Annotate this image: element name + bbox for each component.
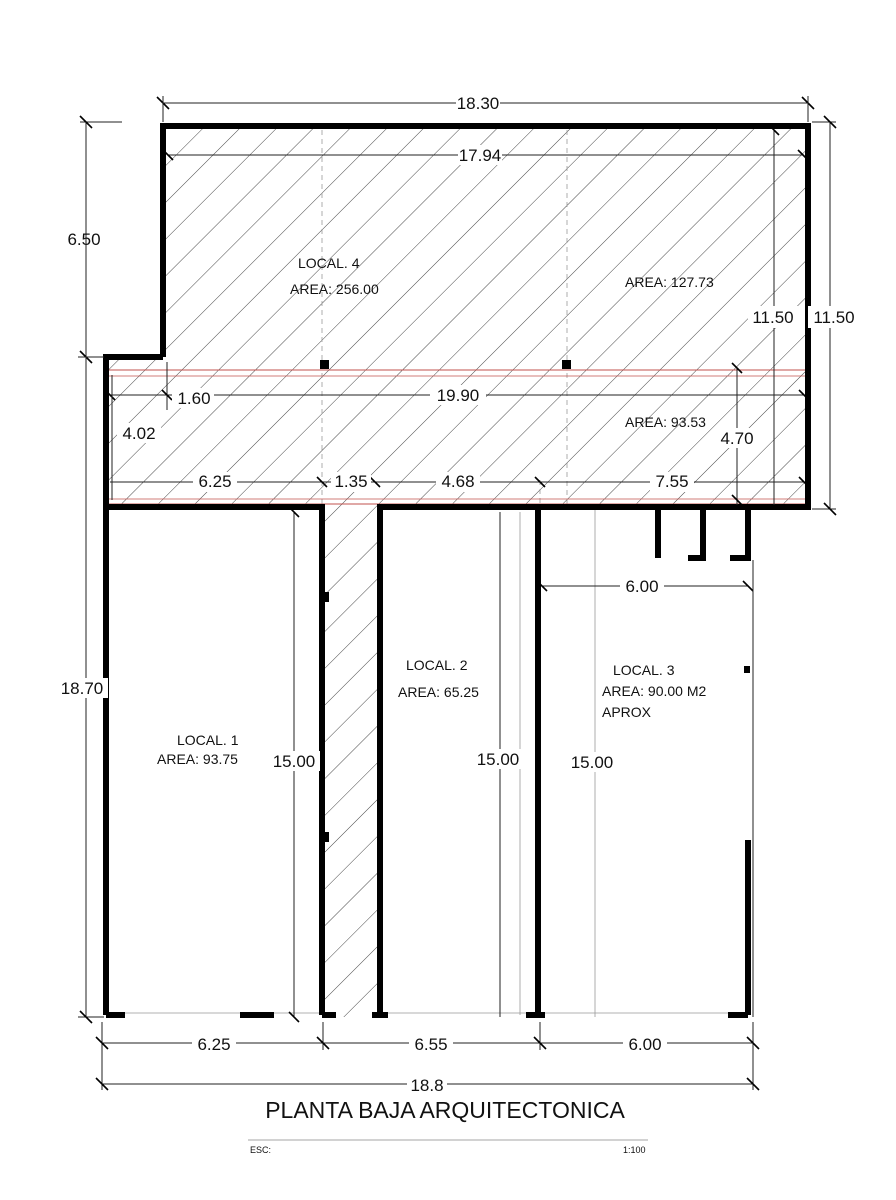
local3-area: AREA: 90.00 M2 xyxy=(602,683,706,699)
walls xyxy=(103,123,811,1018)
dim-left-overall: 18.70 xyxy=(61,679,104,698)
dim-left-mid: 4.02 xyxy=(122,424,155,443)
local1-name: LOCAL. 1 xyxy=(177,732,239,748)
local2-area: AREA: 65.25 xyxy=(398,684,479,700)
dim-top-overall: 18.30 xyxy=(457,94,500,113)
area-upper: AREA: 127.73 xyxy=(625,274,714,290)
dim-local3-width: 6.00 xyxy=(625,577,658,596)
hatch-local-4 xyxy=(106,126,808,507)
hatch-corridor xyxy=(322,507,377,1017)
local1-area: AREA: 93.75 xyxy=(157,751,238,767)
dim-left-upper: 6.50 xyxy=(67,230,100,249)
dim-bottom-1: 6.25 xyxy=(197,1035,230,1054)
scale-value: 1:100 xyxy=(623,1145,646,1155)
dim-local3-depth: 15.00 xyxy=(571,753,614,772)
dim-bottom-3: 6.00 xyxy=(628,1035,661,1054)
dim-bottom-2: 6.55 xyxy=(414,1035,447,1054)
dim-local1-depth: 15.00 xyxy=(273,752,316,771)
dim-top-inner: 17.94 xyxy=(459,146,502,165)
scale-label: ESC: xyxy=(250,1145,271,1155)
dim-right-inner: 11.50 xyxy=(752,308,793,327)
dim-seg-3: 4.68 xyxy=(441,472,474,491)
dim-mid-width: 19.90 xyxy=(437,386,480,405)
dim-local2-depth: 15.00 xyxy=(477,750,520,769)
area-middle: AREA: 93.53 xyxy=(625,414,706,430)
dim-seg-2: 1.35 xyxy=(334,472,367,491)
dim-seg-4: 7.55 xyxy=(655,472,688,491)
local4-name: LOCAL. 4 xyxy=(298,255,360,271)
dim-seg-1: 6.25 xyxy=(198,472,231,491)
drawing-title: PLANTA BAJA ARQUITECTONICA xyxy=(265,1097,625,1123)
dim-right-mid: 4.70 xyxy=(720,429,753,448)
local3-note: APROX xyxy=(602,704,652,720)
dim-step: 1.60 xyxy=(177,389,210,408)
local3-name: LOCAL. 3 xyxy=(613,662,675,678)
local4-area: AREA: 256.00 xyxy=(290,281,379,297)
dim-right-outer: 11.50 xyxy=(813,308,854,327)
dim-bottom-overall: 18.8 xyxy=(410,1076,443,1095)
local2-name: LOCAL. 2 xyxy=(406,657,468,673)
